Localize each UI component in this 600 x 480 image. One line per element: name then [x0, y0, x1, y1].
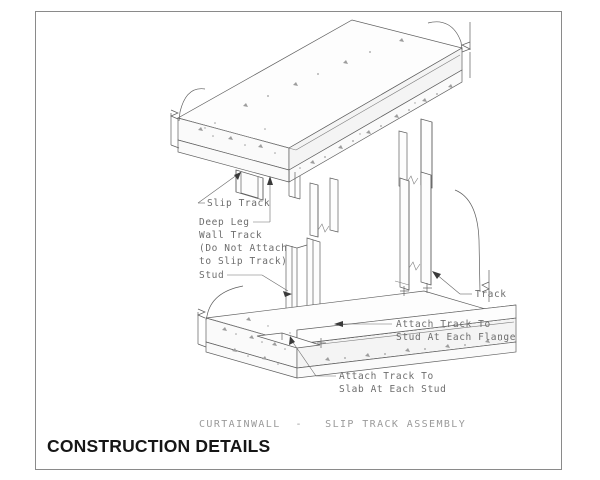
- concrete-slab-upper: [177, 19, 463, 183]
- break-line-lower-left: [197, 285, 244, 348]
- annotation-slip-track-line-0: Slip Track: [207, 198, 270, 209]
- concrete-hatch-upper-left: [198, 127, 276, 154]
- concrete-hatch-lower-left: [222, 317, 291, 365]
- detail-title: CURTAINWALL - SLIP TRACK ASSEMBLY: [199, 419, 466, 430]
- annotation-attach-track-to-stud: Attach Track To Stud At Each Flange: [396, 319, 516, 343]
- annotation-attach-slab-line-0: Attach Track To: [339, 371, 434, 382]
- track-attachment-ticks: [317, 283, 432, 348]
- annotation-deep-leg-line-3: to Slip Track): [199, 256, 287, 267]
- break-line-upper-left: [170, 88, 206, 149]
- annotation-attach-track-to-slab: Attach Track To Slab At Each Stud: [339, 371, 446, 395]
- break-line-lower-right: [454, 189, 490, 302]
- annotation-attach-slab-line-1: Slab At Each Stud: [339, 384, 446, 395]
- concrete-hatch-upper-top: [204, 38, 404, 133]
- metal-studs-upper: [309, 118, 433, 238]
- annotation-stud-line-0: Stud: [199, 270, 224, 281]
- annotation-deep-leg-wall-track: Deep Leg Wall Track (Do Not Attach to Sl…: [199, 217, 287, 267]
- slip-track-corner-web: [288, 170, 301, 200]
- annotation-slip-track: Slip Track: [207, 198, 270, 209]
- annotation-attach-stud-line-0: Attach Track To: [396, 319, 491, 330]
- concrete-hatch-upper: [299, 84, 453, 169]
- annotation-attach-stud-line-1: Stud At Each Flange: [396, 332, 516, 343]
- annotation-deep-leg-line-1: Wall Track: [199, 230, 262, 241]
- slip-track-channel: [235, 169, 264, 201]
- annotation-stud: Stud: [199, 270, 224, 281]
- annotation-deep-leg-line-0: Deep Leg: [199, 217, 250, 228]
- deep-leg-base-plate: [256, 332, 321, 349]
- annotation-track: Track: [475, 289, 507, 300]
- annotation-track-line-0: Track: [475, 289, 507, 300]
- leader-lines: [197, 171, 472, 377]
- sheet-title: CONSTRUCTION DETAILS: [47, 436, 271, 456]
- metal-studs-lower: [394, 171, 432, 291]
- annotation-deep-leg-line-2: (Do Not Attach: [199, 243, 287, 254]
